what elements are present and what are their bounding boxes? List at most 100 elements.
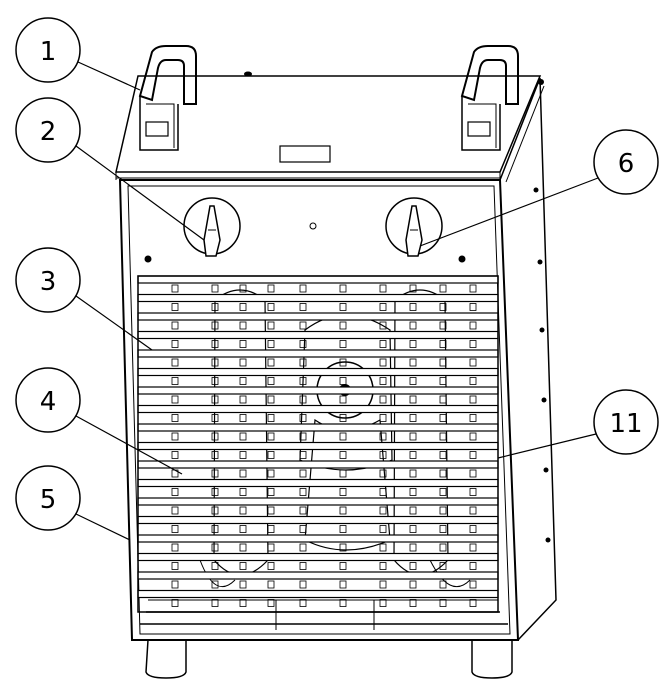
- grille-tab: [239, 321, 247, 330]
- grille-tab: [379, 284, 387, 293]
- grille-tab: [469, 488, 477, 496]
- grille-tab: [267, 377, 275, 385]
- grille-tab: [299, 506, 307, 515]
- grille-tab: [171, 284, 179, 293]
- callout-11-label: 11: [609, 409, 642, 439]
- grille-tab: [299, 562, 307, 570]
- grille-slat: [137, 589, 499, 599]
- grille-tab: [409, 340, 417, 348]
- grille-tab: [171, 525, 179, 533]
- grille-tab: [409, 377, 417, 385]
- grille-tab: [171, 543, 179, 552]
- grille-tab: [379, 525, 387, 533]
- grille-tab: [379, 303, 387, 311]
- grille-tab: [339, 395, 347, 404]
- grille-tab: [267, 543, 275, 552]
- grille-tab: [267, 525, 275, 533]
- grille-tab: [339, 377, 347, 385]
- grille-tab: [469, 580, 477, 589]
- grille-tab: [267, 432, 275, 441]
- grille-tab: [211, 599, 219, 607]
- grille-tab: [171, 340, 179, 348]
- callout-1-label: 1: [40, 37, 57, 67]
- grille-tab: [409, 303, 417, 311]
- grille-tab: [339, 599, 347, 607]
- grille-tab: [339, 414, 347, 422]
- grille-tab: [267, 580, 275, 589]
- grille-slat: [137, 460, 499, 469]
- grille-tab: [239, 377, 247, 385]
- callout-5-label: 5: [40, 485, 57, 515]
- grille-tab: [339, 488, 347, 496]
- grille-tab: [469, 377, 477, 385]
- grille-slat: [137, 293, 499, 303]
- grille-tab: [239, 395, 247, 404]
- grille-tab: [439, 284, 447, 293]
- grille-tab: [339, 562, 347, 570]
- handle-right: [460, 45, 519, 151]
- grille-tab: [439, 340, 447, 348]
- grille-tab: [439, 414, 447, 422]
- grille-tab: [239, 284, 247, 293]
- grille-tab: [439, 395, 447, 404]
- grille-tab: [439, 580, 447, 589]
- grille-tab: [171, 321, 179, 330]
- grille-tab: [211, 414, 219, 422]
- grille-tab: [469, 414, 477, 422]
- indicator-light: [309, 222, 317, 230]
- grille-tab: [409, 395, 417, 404]
- grille-tab: [239, 580, 247, 589]
- grille-tab: [439, 469, 447, 478]
- grille-tab: [267, 303, 275, 311]
- grille-tab: [469, 562, 477, 570]
- grille-tab: [339, 451, 347, 459]
- top-screw: [244, 71, 252, 77]
- grille-slat: [137, 515, 499, 525]
- grille-tab: [439, 525, 447, 533]
- grille-slat: [137, 534, 499, 543]
- grille-tab: [439, 432, 447, 441]
- grille-tab: [379, 451, 387, 459]
- grille-tab: [267, 488, 275, 496]
- grille-tab: [211, 451, 219, 459]
- grille-tab: [339, 358, 347, 367]
- grille-tab: [211, 488, 219, 496]
- grille-tab: [211, 562, 219, 570]
- grille-tab: [409, 543, 417, 552]
- grille-tab: [379, 599, 387, 607]
- grille-tab: [267, 451, 275, 459]
- grille-tab: [267, 414, 275, 422]
- callout-1: 1: [15, 17, 141, 91]
- grille-tab: [299, 488, 307, 496]
- callout-2-label: 2: [40, 117, 57, 147]
- grille-tab: [267, 395, 275, 404]
- grille-tab: [171, 358, 179, 367]
- grille-tab: [171, 562, 179, 570]
- grille-tab: [469, 451, 477, 459]
- grille-tab: [379, 395, 387, 404]
- grille-tab: [239, 506, 247, 515]
- grille-tab: [339, 525, 347, 533]
- grille-slat: [137, 404, 499, 414]
- grille-tab: [379, 580, 387, 589]
- grille-tab: [439, 377, 447, 385]
- grille-tab: [239, 469, 247, 478]
- grille-tab: [299, 358, 307, 367]
- grille-slat: [137, 275, 499, 284]
- grille-slat: [137, 497, 499, 506]
- grille-tab: [409, 599, 417, 607]
- grille-tab: [239, 562, 247, 570]
- grille-tab: [469, 469, 477, 478]
- grille-tab: [239, 543, 247, 552]
- grille-slat: [137, 441, 499, 451]
- grille-tab: [299, 303, 307, 311]
- grille-tab: [379, 488, 387, 496]
- grille-tab: [469, 284, 477, 293]
- grille-tab: [469, 432, 477, 441]
- grille-tab: [409, 284, 417, 293]
- grille-slat: [137, 312, 499, 321]
- grille-tab: [239, 358, 247, 367]
- grille-tab: [379, 340, 387, 348]
- grille-tab: [171, 377, 179, 385]
